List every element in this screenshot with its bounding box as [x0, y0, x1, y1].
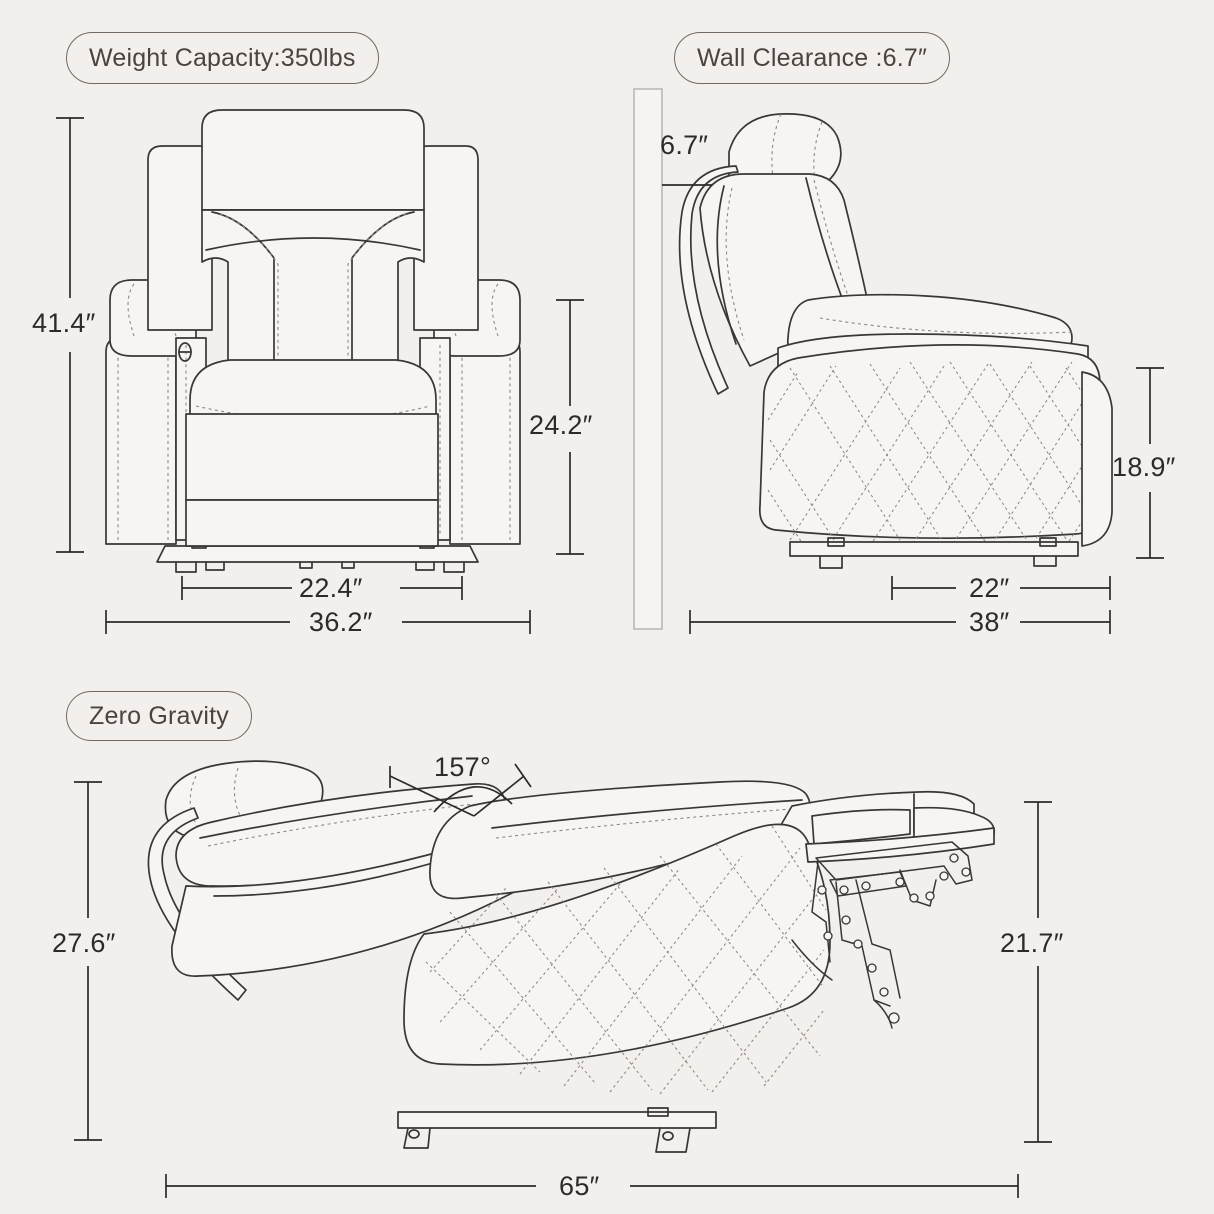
label-front-seat-height: 24.2″	[529, 410, 593, 440]
label-side-overall-depth: 38″	[962, 607, 1017, 638]
zero-gravity-illustration	[147, 760, 996, 1153]
label-side-seat-height: 18.9″	[1112, 452, 1176, 482]
label-front-inner-width: 22.4″	[292, 573, 370, 604]
label-side-seat-depth: 22″	[962, 573, 1017, 604]
label-zg-footrest-height: 21.7″	[1000, 928, 1064, 958]
quilt-pattern-zg	[425, 825, 827, 1095]
front-view-illustration	[105, 109, 521, 573]
label-front-overall-width: 36.2″	[302, 607, 380, 638]
label-wall-clearance: 6.7″	[660, 130, 709, 160]
badge-wall-clearance: Wall Clearance :6.7″	[674, 32, 951, 84]
wall-strip	[633, 88, 663, 630]
label-front-height: 41.4″	[32, 308, 96, 338]
dimension-side-overall-depth	[689, 610, 1111, 634]
dimension-zg-height	[74, 781, 102, 1141]
badge-weight-capacity: Weight Capacity:350lbs	[66, 32, 379, 84]
label-zg-length: 65″	[552, 1171, 607, 1202]
label-zg-angle: 157°	[434, 752, 492, 782]
quilt-pattern	[767, 361, 1101, 549]
label-zg-height: 27.6″	[52, 928, 116, 958]
recline-mechanism	[791, 841, 973, 1029]
badge-zero-gravity: Zero Gravity	[66, 691, 252, 741]
side-view-illustration	[633, 88, 1113, 630]
dimension-zg-footrest-height	[1024, 801, 1052, 1143]
